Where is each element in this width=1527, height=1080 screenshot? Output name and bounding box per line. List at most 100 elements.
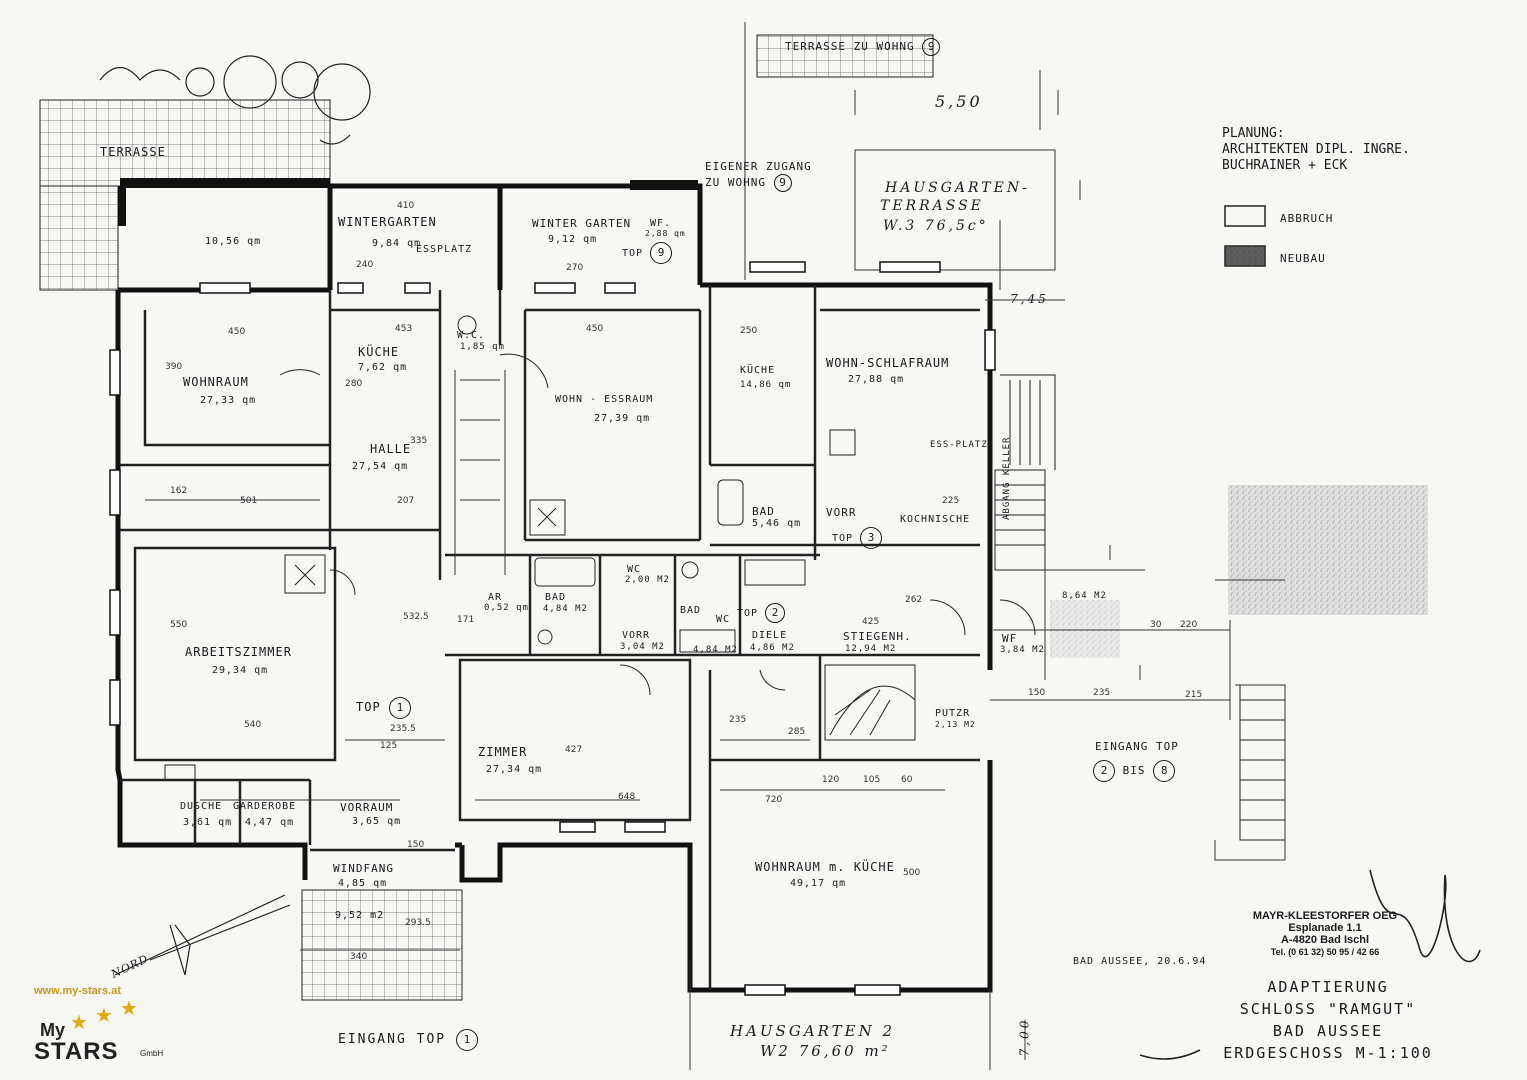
legend-neubau: NEUBAU [1280, 252, 1326, 265]
planung-line2: BUCHRAINER + ECK [1222, 158, 1348, 173]
room-wintergarten-a-area: 9,84 qm [372, 238, 422, 249]
dim-171: 171 [457, 615, 475, 625]
title-line4: ERDGESCHOSS M-1:100 [1223, 1044, 1433, 1062]
room-terrasse: TERRASSE [100, 145, 166, 159]
dim-335: 335 [410, 436, 428, 446]
room-garderobe-area: 4,47 qm [245, 817, 295, 828]
eingang-range: 2 BIS 8 [1093, 760, 1176, 782]
dim-120: 120 [822, 775, 840, 785]
room-wintergarten-a: WINTERGARTEN [338, 215, 437, 229]
planung-block: PLANUNG: ARCHITEKTEN DIPL. INGRE. BUCHRA… [1222, 126, 1410, 174]
room-bad-top2: BAD [680, 605, 702, 616]
dim-207: 207 [397, 496, 415, 506]
room-wohn-schlafraum: WOHN-SCHLAFRAUM [826, 356, 950, 370]
dim-270: 270 [566, 263, 584, 273]
room-wf-9: WF. [650, 218, 672, 229]
dim-293-5: 293.5 [405, 918, 431, 928]
dim-453: 453 [395, 324, 413, 334]
stairs [824, 374, 1285, 841]
dim-410: 410 [397, 201, 415, 211]
dim-340: 340 [350, 952, 368, 962]
room-halle: HALLE [370, 442, 412, 456]
dimension-lines [854, 90, 1141, 1060]
room-halle-area: 27,54 qm [352, 461, 409, 472]
room-abgang-keller: ABGANG KELLER [1002, 436, 1012, 520]
title-line2: SCHLOSS "RAMGUT" [1239, 1000, 1417, 1018]
room-vorraum-area: 3,65 qm [352, 816, 402, 827]
dim-30: 30 [1150, 620, 1162, 630]
room-kochnische: KOCHNISCHE [900, 514, 971, 525]
room-wc-2: WC [627, 564, 642, 575]
dim-427: 427 [565, 745, 583, 755]
title-line1: ADAPTIERUNG [1267, 978, 1389, 996]
room-wohnraum-kueche-area: 49,17 qm [790, 878, 847, 889]
room-wf-2-area: 3,84 M2 [1000, 645, 1045, 655]
dim-125: 125 [380, 741, 398, 751]
terrace-grids [39, 34, 934, 1001]
dim-720: 720 [765, 795, 783, 805]
dim-150: 150 [407, 840, 425, 850]
room-wohnraum-west-area: 27,33 qm [200, 395, 257, 406]
dim-150-b: 150 [1028, 688, 1046, 698]
dim-7-00: 7,00 [1017, 1017, 1032, 1057]
room-bad-top3-area: 5,46 qm [752, 518, 802, 529]
room-kueche-2: KÜCHE [740, 365, 776, 376]
top-2-label: TOP 2 [737, 603, 786, 623]
dim-7-45: 7,45 [1010, 292, 1049, 306]
room-vorr-2: VORR [622, 630, 651, 641]
room-wc-1-area: 1,85 qm [460, 342, 505, 352]
room-diele-area: 4,86 M2 [750, 643, 795, 653]
room-stiegenh-area: 12,94 M2 [845, 644, 897, 654]
dim-280: 280 [345, 379, 363, 389]
company-stamp: MAYR-KLEESTORFER OEG Esplanade 1.1 A-482… [1245, 910, 1405, 958]
dim-262: 262 [905, 595, 923, 605]
fixtures [164, 315, 1036, 781]
hausgarten-2-area: W2 76,60 m² [760, 1042, 891, 1060]
drawing-date: BAD AUSSEE, 20.6.94 [1073, 956, 1207, 967]
hausgarten-terrasse-line3: W.3 76,5c° [883, 218, 989, 234]
top-1-label: TOP 1 [356, 697, 411, 719]
room-ar-area: 0,52 qm [484, 603, 529, 613]
room-arbeitszimmer: ARBEITSZIMMER [185, 645, 292, 659]
eingang-top-2-8: EINGANG TOP [1095, 740, 1179, 753]
room-wohnraum-kueche: WOHNRAUM m. KÜCHE [755, 860, 895, 874]
dim-285: 285 [788, 727, 806, 737]
room-dusche: DUSCHE [180, 801, 223, 812]
legend-swatches [1224, 205, 1266, 267]
room-zimmer: ZIMMER [478, 745, 528, 759]
stamp-company: MAYR-KLEESTORFER OEG [1252, 910, 1398, 922]
room-essplatz: ESSPLATZ [416, 244, 473, 255]
top-9-label: TOP 9 [622, 242, 673, 264]
title-line3: BAD AUSSEE [1272, 1022, 1384, 1040]
logo-url[interactable]: www.my-stars.at [34, 985, 122, 997]
legend-abbruch: ABBRUCH [1280, 212, 1334, 225]
signature [1139, 869, 1481, 1060]
room-diele: DIELE [752, 630, 788, 641]
gravel-areas [1050, 485, 1428, 658]
room-wf-9-area: 2,88 qm [645, 229, 686, 238]
detail-lines [145, 22, 1286, 1070]
dim-220: 220 [1180, 620, 1198, 630]
dim-162: 162 [170, 486, 188, 496]
dim-215: 215 [1185, 690, 1203, 700]
trees-sketch [99, 55, 371, 145]
room-vorr-top3: VORR [826, 506, 857, 519]
room-wohn-essraum-area: 27,39 qm [594, 413, 651, 424]
room-putzr-area: 2,13 M2 [935, 720, 976, 729]
room-bad-top3: BAD [752, 505, 775, 518]
room-arbeitszimmer-area: 29,34 qm [212, 665, 269, 676]
room-bad-2-area: 4,84 M2 [543, 604, 588, 614]
dim-235-5: 235.5 [390, 724, 416, 734]
room-kueche-2-area: 14,86 qm [740, 380, 792, 390]
room-kueche-1: KÜCHE [358, 345, 400, 359]
dim-450-b: 450 [586, 324, 604, 334]
room-area-8-64: 8,64 M2 [1062, 591, 1107, 601]
room-stiegenh: STIEGENH. [843, 630, 912, 643]
zu-wohng-9: ZU WOHNG 9 [705, 174, 792, 192]
stamp-street: Esplanade 1.1 [1288, 922, 1362, 934]
dim-450-a: 450 [228, 327, 246, 337]
interior-walls [120, 285, 980, 990]
dim-105: 105 [863, 775, 881, 785]
room-essplatz-2: ESS-PLATZ [930, 440, 988, 450]
